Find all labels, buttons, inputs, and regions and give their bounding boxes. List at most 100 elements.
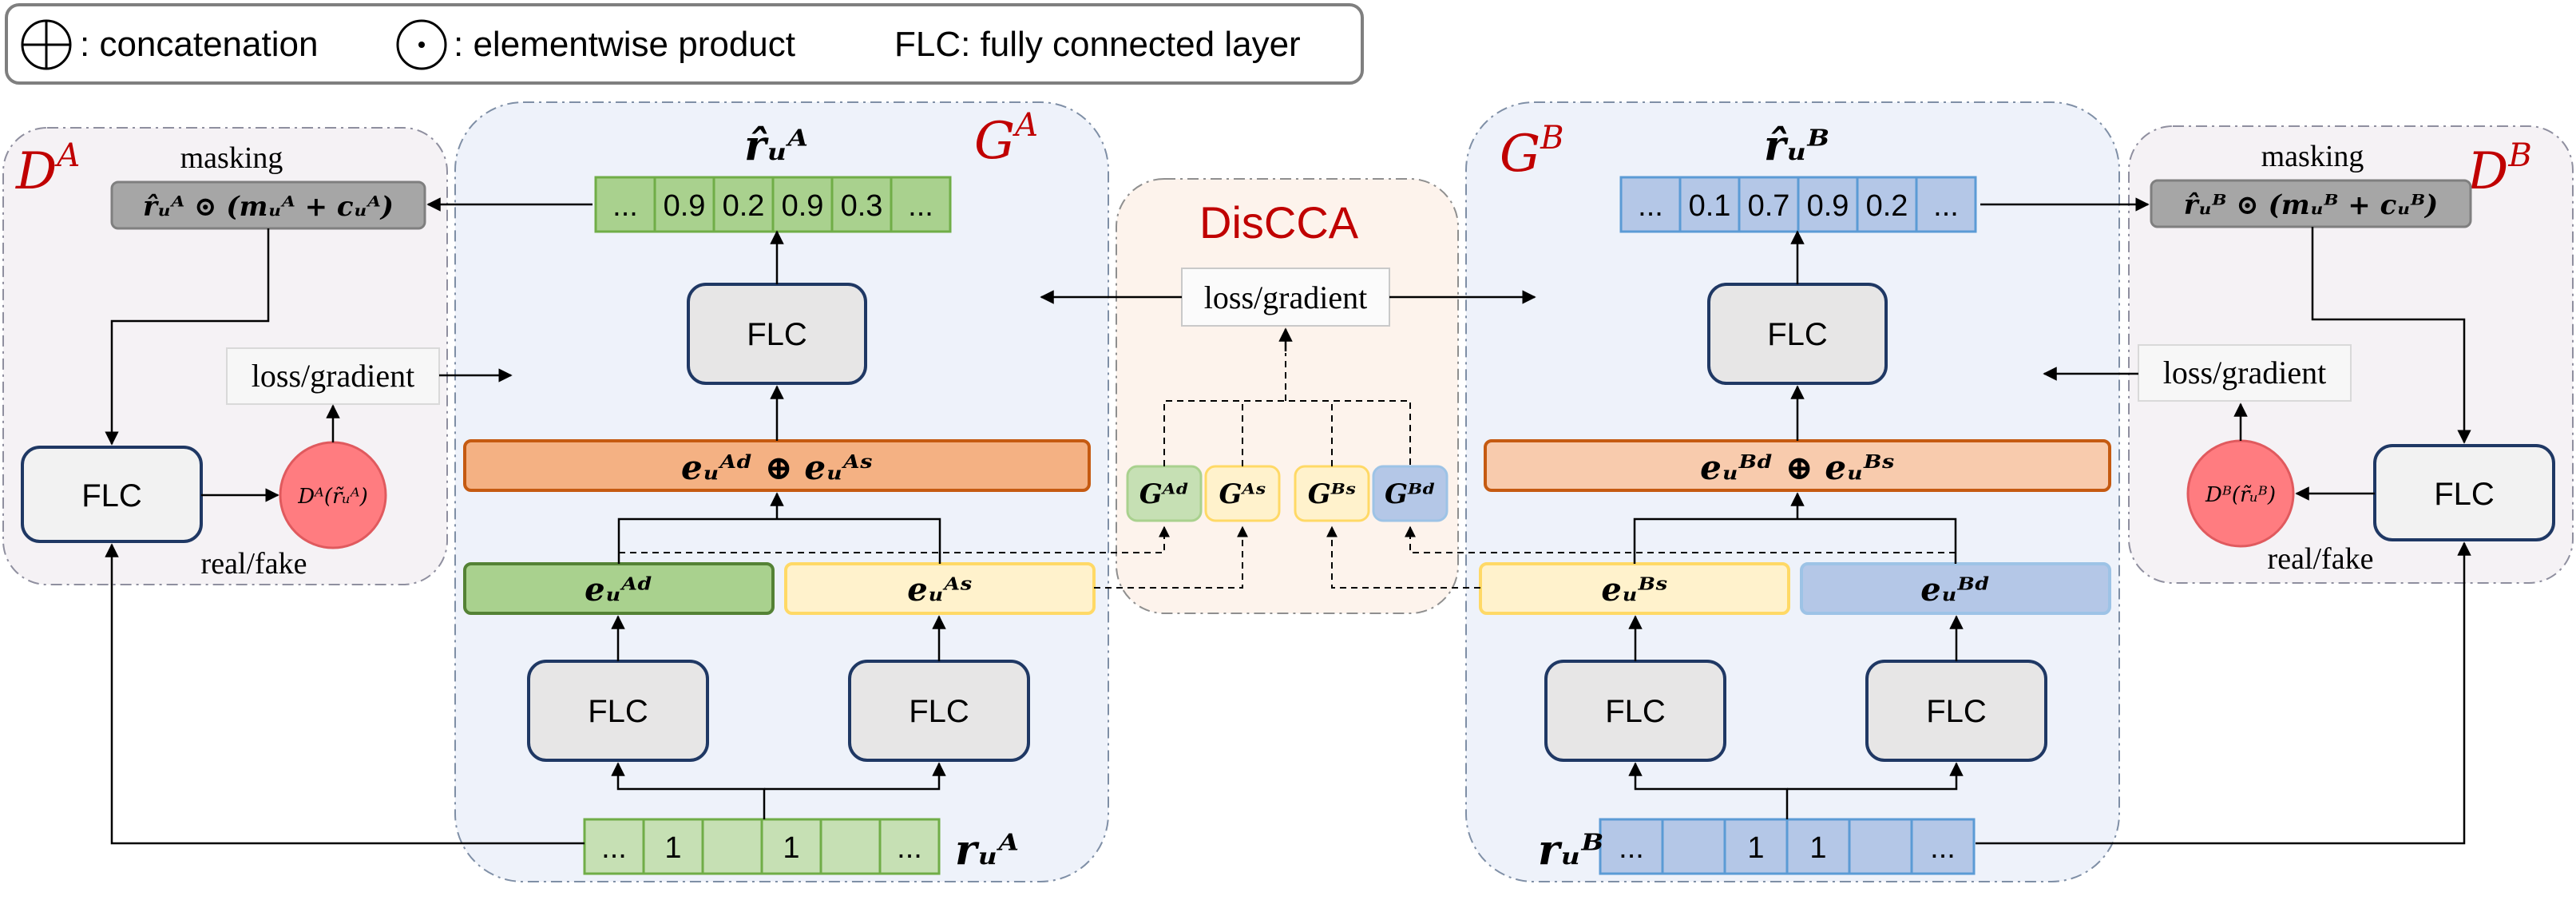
disccca-block-gbd (1372, 465, 1449, 522)
gen-a-flc-right-label: FLC (909, 694, 969, 729)
discriminator-b-title: DB (2467, 137, 2532, 201)
line-gen-a-emb-join (617, 517, 941, 564)
gen-a-output-cell (594, 176, 656, 233)
gen-b-concat-expr: eᵤᴮᵈ ⊕ eᵤᴮˢ (1700, 448, 1895, 487)
masking-label-a: masking (180, 141, 283, 175)
gen-b-input-cell-value: ... (1930, 831, 1956, 865)
masking-label-b: masking (2261, 140, 2364, 173)
masking-expr-a: r̂ᵤᴬ ⊙ (mᵤᴬ + cᵤᴬ) (143, 191, 394, 223)
masking-box-b (2150, 179, 2472, 228)
legend-box: : concatenation : elementwise product FL… (5, 3, 1364, 85)
disccca-block-gad-label: Gᴬᵈ (1139, 478, 1190, 510)
generator-a-title: GA (974, 107, 1038, 171)
gen-b-input-cell-value: ... (1619, 831, 1644, 865)
gen-b-output-cell (1915, 176, 1977, 233)
loss-gradient-label-b: loss/gradient (2163, 355, 2326, 391)
gen-a-input-cell (878, 818, 941, 875)
gen-a-emb-d: eᵤᴬᵈ (585, 571, 653, 609)
dashed-emb-ad-to-block (618, 525, 1170, 564)
generator-b-title: GB (1500, 120, 1564, 184)
gen-b-output-cell (1738, 176, 1800, 233)
gen-a-output-cell-value: ... (908, 189, 933, 223)
concat-icon (21, 19, 72, 70)
gen-b-output-cell-value: 0.1 (1689, 189, 1731, 223)
loss-gradient-label-a: loss/gradient (252, 358, 414, 394)
dashed-connectors (618, 353, 1956, 589)
gen-a-output-cell (653, 176, 715, 233)
arrow-input-to-disc-a (105, 543, 585, 845)
gen-b-output-cell-value: 0.7 (1748, 189, 1790, 223)
gen-b-emb-s: eᵤᴮˢ (1601, 571, 1667, 609)
line-gen-b-emb-join (1633, 517, 1957, 564)
arrow-gen-a-input-to-flc-left (611, 762, 766, 819)
legend-concat-text: : concatenation (80, 25, 318, 64)
connectors (105, 197, 2471, 845)
dashed-emb-as-to-block (1094, 525, 1248, 589)
arrow-gen-b-input-to-flc-right (1787, 762, 1964, 791)
arrow-masking-to-flc-a (105, 228, 270, 446)
gen-b-output-cell (1619, 176, 1682, 233)
gen-a-output-label: r̂ᵤᴬ (744, 121, 808, 170)
gen-a-output-cell (830, 176, 893, 233)
gen-a-output-cell-value: 0.3 (841, 189, 883, 223)
gen-a-input-cell (701, 818, 763, 875)
arrow-gen-b-input-to-flc-left (1628, 762, 1789, 819)
arrow-masking-to-flc-b (2311, 227, 2471, 444)
gen-b-input-cell (1661, 818, 1726, 875)
gen-b-output-cell-value: ... (1933, 189, 1959, 223)
gen-b-flc-left-label: FLC (1605, 694, 1666, 729)
disccca-loss-label: loss/gradient (1204, 280, 1367, 315)
gen-a-input-cell (642, 818, 704, 875)
gen-b-output-cell (1678, 176, 1741, 233)
disccca-block-gas-label: Gᴬˢ (1219, 478, 1266, 510)
loss-gradient-box-a (226, 347, 440, 405)
gen-b-output-cell (1797, 176, 1859, 233)
real-fake-label-b: real/fake (2268, 542, 2374, 576)
masking-expr-b: r̂ᵤᴮ ⊙ (mᵤᴮ + cᵤᴮ) (2184, 189, 2438, 221)
gen-b-output-cell-value: 0.9 (1807, 189, 1849, 223)
gen-a-output-cell (771, 176, 834, 233)
gen-a-input-cell-value: ... (601, 831, 627, 865)
gen-b-input-label: rᵤᴮ (1538, 826, 1603, 874)
discriminator-a-title: DA (15, 137, 80, 201)
real-fake-label-a: real/fake (201, 547, 307, 581)
gen-b-input-cell (1785, 818, 1851, 875)
product-icon (396, 19, 447, 70)
gen-b-input-cell (1599, 818, 1664, 875)
gen-a-input-label: rᵤᴬ (955, 826, 1019, 874)
arrow-input-to-disc-b (1976, 541, 2471, 845)
gen-a-emb-s: eᵤᴬˢ (907, 571, 973, 609)
gen-a-input-cell-value: 1 (664, 831, 681, 865)
disc-a-output-expr: Dᴬ(r̃ᵤᴬ) (297, 485, 368, 509)
dashed-emb-bs-to-block (1326, 525, 1480, 589)
gen-b-output-cell-value: 0.2 (1866, 189, 1908, 223)
gen-b-output-label: r̂ᵤᴮ (1764, 121, 1829, 170)
disc-b-output-expr: Dᴮ(r̃ᵤᴮ) (2205, 483, 2276, 507)
gen-b-emb-d: eᵤᴮᵈ (1920, 571, 1990, 609)
disccca-title: DisCCA (1199, 197, 1359, 248)
legend-product-text: : elementwise product (454, 25, 795, 64)
gen-a-input-vector: ... 1 1... (583, 818, 941, 875)
disc-a-flc-label: FLC (81, 478, 142, 513)
gen-a-output-cell-value: 0.9 (782, 189, 824, 223)
gen-a-flc-left-label: FLC (588, 694, 648, 729)
gen-a-input-cell-value: 1 (783, 831, 799, 865)
gen-b-flc-right-label: FLC (1926, 694, 1987, 729)
disccca-block-gbd-label: Gᴮᵈ (1385, 478, 1436, 510)
disccca-loss-box (1181, 268, 1390, 327)
disc-b-flc-label: FLC (2434, 477, 2495, 512)
gen-a-input-cell-value: ... (897, 831, 922, 865)
dashed-emb-bd-to-block (1405, 525, 1956, 564)
gen-b-input-cell-value: 1 (1747, 831, 1764, 865)
gen-a-concat-expr: eᵤᴬᵈ ⊕ eᵤᴬˢ (681, 448, 873, 487)
gen-a-input-cell (760, 818, 822, 875)
arrow-gen-a-input-to-flc-right (764, 762, 946, 791)
gen-a-output-cell-value: 0.2 (723, 189, 765, 223)
gen-b-input-cell (1848, 818, 1913, 875)
gen-b-input-cell (1910, 818, 1976, 875)
gen-a-output-cell (890, 176, 952, 233)
